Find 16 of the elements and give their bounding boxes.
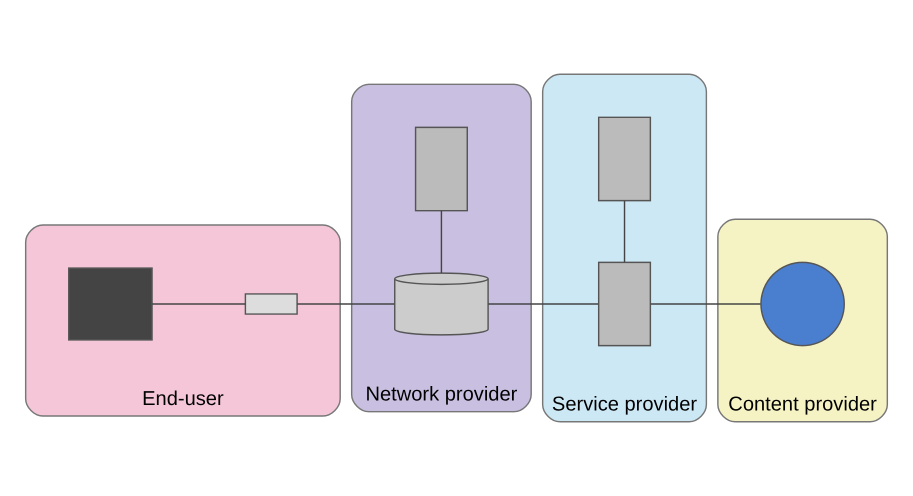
node-box	[598, 262, 652, 346]
cluster: Network provider	[350, 84, 532, 412]
node-box	[244, 293, 298, 315]
cluster: Content provider	[717, 218, 888, 422]
node-box	[414, 126, 468, 212]
connector	[650, 303, 760, 305]
connector	[297, 303, 394, 305]
connector	[488, 303, 598, 305]
node-circle	[760, 262, 845, 346]
connector	[152, 303, 246, 305]
node-box	[68, 267, 153, 341]
connector	[624, 200, 626, 262]
cluster: End-user	[24, 224, 341, 417]
connector	[440, 210, 442, 273]
node-box	[598, 116, 652, 202]
cluster: Service provider	[542, 74, 708, 422]
